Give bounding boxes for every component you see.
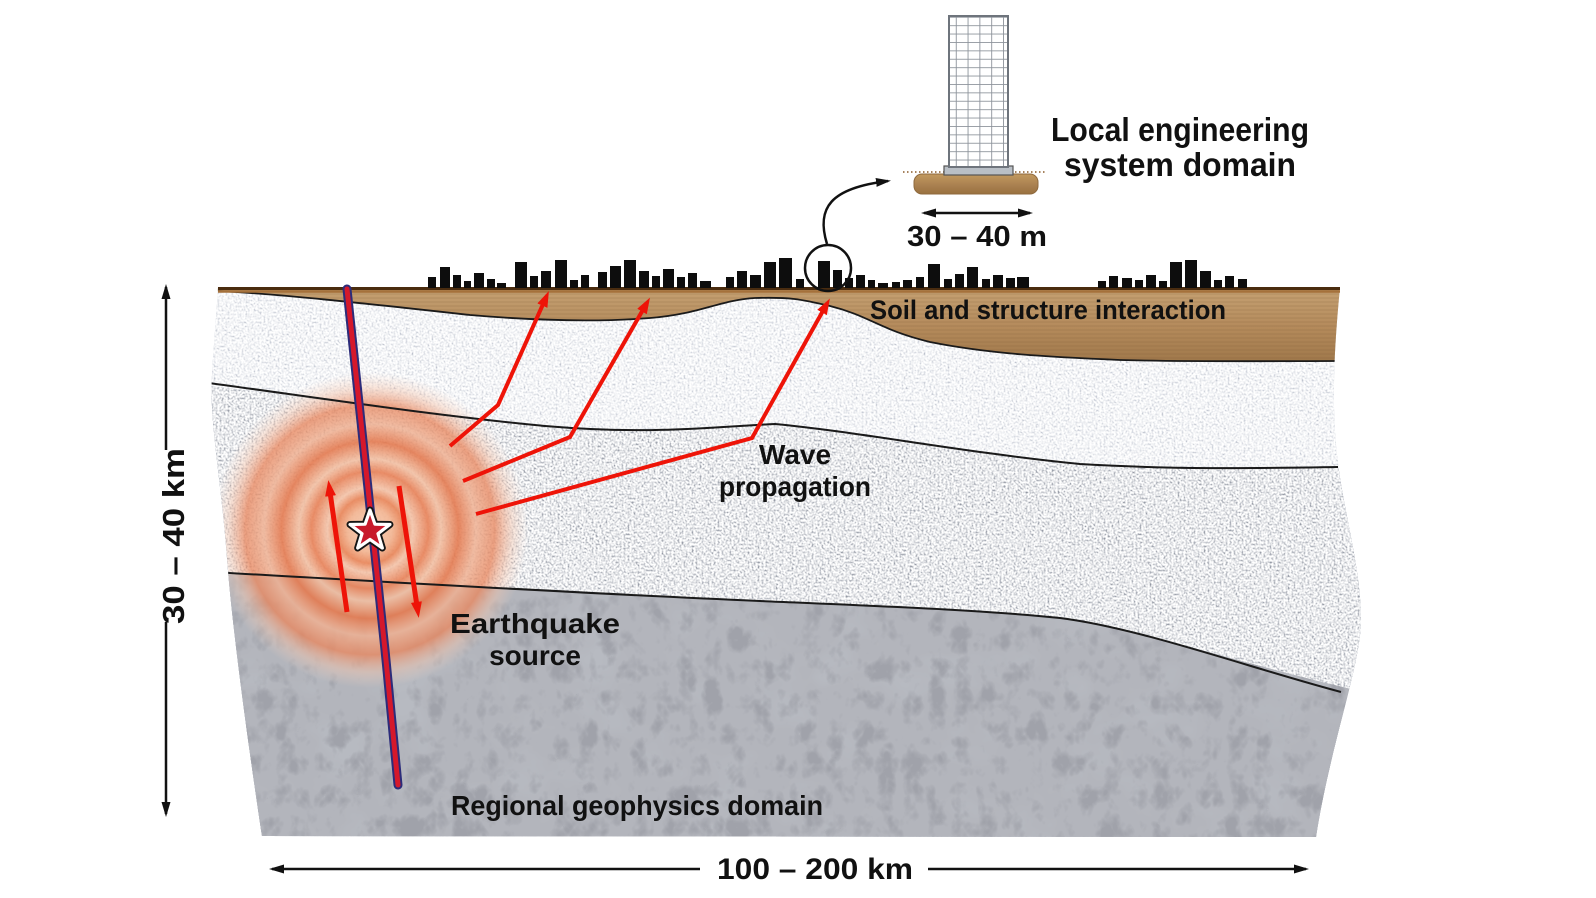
skyline-building [487,279,495,288]
skyline-building [779,258,792,288]
earthquake-source-label-line2: source [489,640,581,671]
skyline-building [1170,262,1182,288]
skyline-building [474,273,484,288]
skyline-building [737,271,747,288]
skyline-building [1159,281,1167,288]
skyline-building [453,275,461,288]
slip-arrow-down [396,485,422,618]
soil-bottom-boundary [217,290,1341,363]
ground-surface [218,287,1340,293]
fault-line [342,284,403,790]
skyline-building [967,267,978,288]
skyline-building [868,280,875,288]
skyline-building [530,276,538,288]
skyline-building [1238,279,1247,288]
skyline-building [440,267,450,288]
width-range-label: 100 – 200 km [717,853,913,886]
inset-soil-block [913,173,1039,195]
skyline-building [916,277,924,288]
wave-ray-2 [462,297,650,483]
skyline-building [726,277,734,288]
wave-ray-1 [448,291,549,448]
skyline-building [1098,281,1106,288]
skyline-building [1109,276,1118,288]
building-inset: 30 – 40 m Local engineering system domai… [903,15,1309,253]
soil-structure-label: Soil and structure interaction [870,295,1226,325]
zoom-callout-arrow [822,177,891,245]
skyline-building [892,282,900,288]
skyline-building [982,279,990,288]
regional-geophysics-label: Regional geophysics domain [451,790,823,821]
wave-ray-3 [475,298,830,516]
skyline-building [878,283,888,288]
skyline-building [541,271,551,288]
layer-boundary-1 [211,382,1339,470]
skyline-building [700,281,711,288]
skyline-building [677,277,685,288]
skyline-building [818,261,830,288]
skyline-building [652,276,660,288]
skyline-building [1135,280,1143,288]
skyline-building [1146,275,1156,288]
skyline-building [796,279,804,288]
local-engineering-label-line2: system domain [1064,146,1296,183]
skyline-building [1200,271,1211,288]
skyline-building [845,278,853,288]
earthquake-source-label-line1: Earthquake [450,608,620,639]
depth-dimension: 30 – 40 km [156,284,191,817]
width-dimension: 100 – 200 km [269,853,1309,886]
skyline-building [1017,277,1029,288]
skyline-building [764,262,776,288]
skyline-building [555,260,567,288]
slip-arrow-up [325,480,350,613]
skyline-building [1122,278,1132,288]
skyline-building [856,275,865,288]
skyline-building [688,273,697,288]
layer-boundary-2 [211,571,1342,693]
wave-propagation-label-line2: propagation [719,471,871,502]
local-engineering-label-line1: Local engineering [1051,111,1309,148]
depth-range-label: 30 – 40 km [156,448,191,624]
skyline-building [1185,260,1197,288]
skyline-building [598,272,607,288]
skyline-building [464,281,471,288]
wave-propagation-label-line1: Wave [759,439,831,470]
skyline-building [663,269,674,288]
skyline-building [928,264,940,288]
skyline-building [750,275,761,288]
skyline-building [903,280,912,288]
skyline-building [1214,280,1222,288]
epicenter-star-icon [346,506,394,552]
skyline-building [955,274,964,288]
skyline-building [1006,278,1015,288]
skyline-building [624,260,636,288]
wave-rays [448,291,830,516]
skyline-building [515,262,527,288]
building-icon [948,15,1009,168]
skyline-building [944,279,952,288]
skyline-building [993,275,1003,288]
skyline-building [581,275,589,288]
skyline-building [610,266,621,288]
crust-cross-section [211,287,1362,837]
building-width-label: 30 – 40 m [907,221,1047,253]
skyline-building [1225,276,1234,288]
skyline-building [639,271,649,288]
skyline-building [497,283,506,288]
city-skyline [428,258,1247,288]
skyline-building [428,277,436,288]
skyline-building [570,280,578,288]
skyline-building [833,270,842,288]
building-highlight-circle [803,243,853,293]
